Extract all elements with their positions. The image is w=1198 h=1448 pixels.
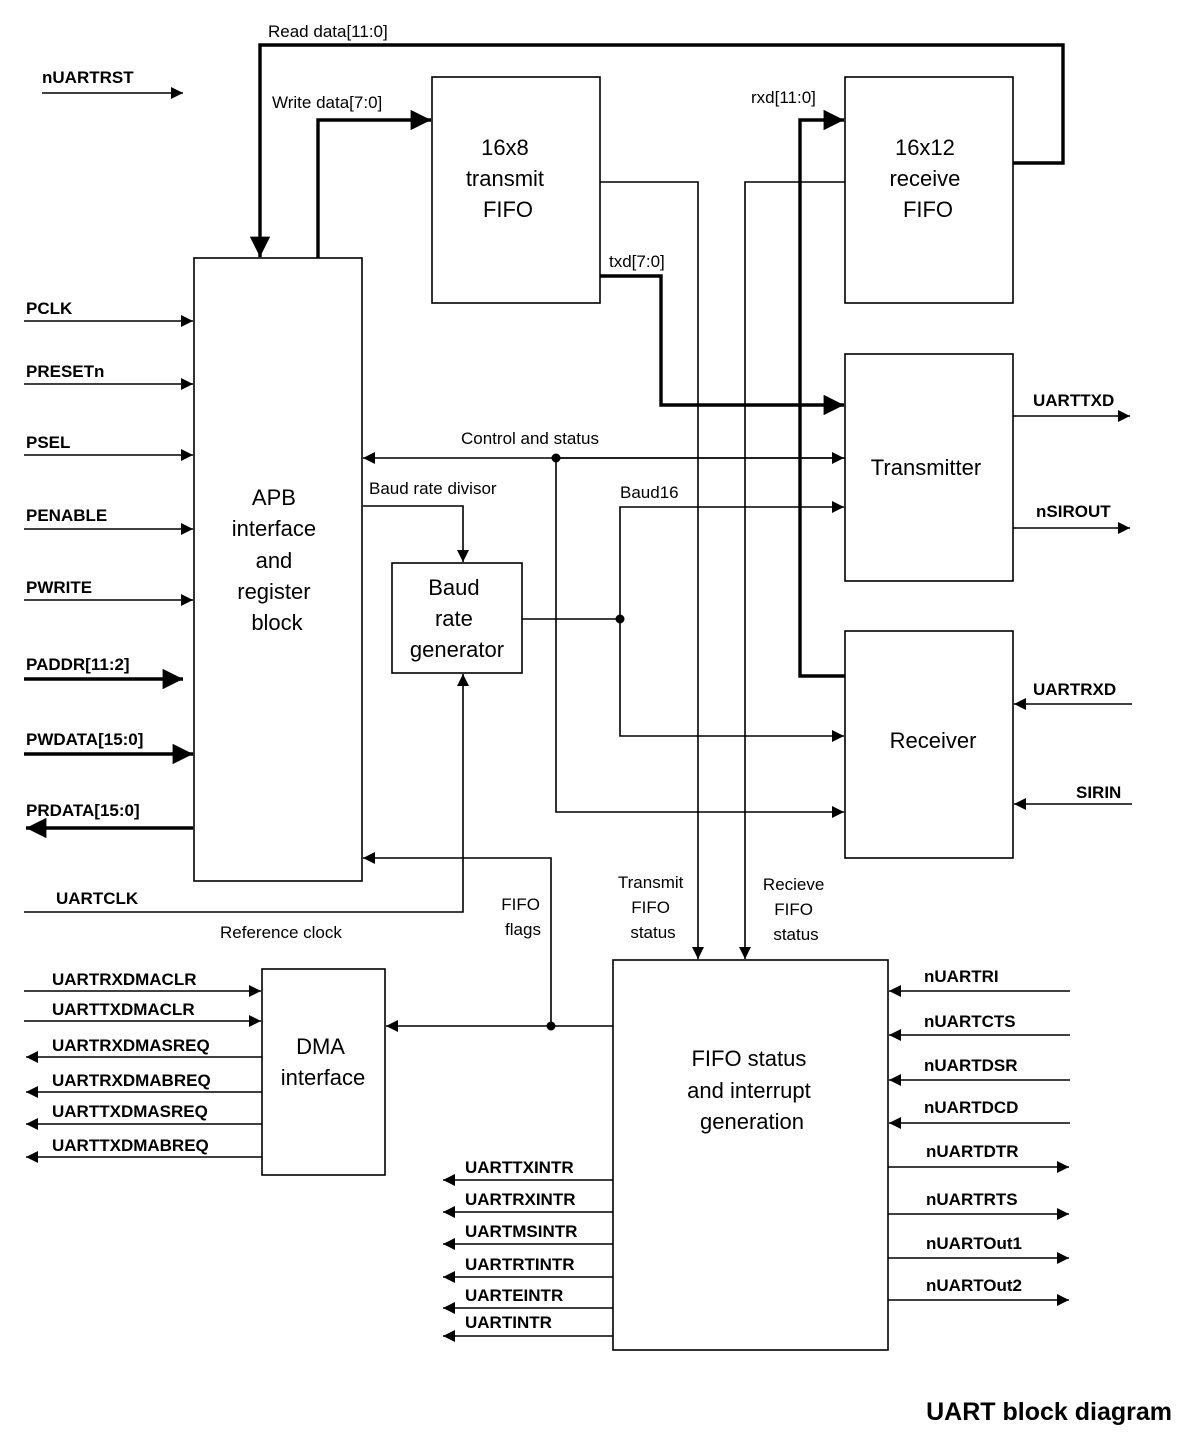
receive-fifo-block: [844, 76, 1014, 304]
modem-input-label: nUARTDSR: [924, 1056, 1018, 1075]
interrupt-signal-label: UARTMSINTR: [465, 1222, 577, 1241]
dma-signal-label: UARTTXDMASREQ: [52, 1102, 208, 1121]
interrupt-signal-label: UARTINTR: [465, 1313, 552, 1332]
presetn-label: PRESETn: [26, 362, 104, 381]
fifo-flags-junction: [546, 1021, 556, 1031]
fifo-flags-to-apb: [363, 852, 552, 1026]
interrupt-signal-label: UARTRXINTR: [465, 1190, 576, 1209]
dma-signal-label: UARTRXDMACLR: [52, 970, 196, 989]
modem-output-label: nUARTRTS: [926, 1190, 1018, 1209]
read-data-label: Read data[11:0]: [268, 22, 388, 41]
dma-signal-label: UARTTXDMABREQ: [52, 1136, 209, 1155]
psel-label: PSEL: [26, 433, 70, 452]
modem-input-signals: nUARTRI nUARTCTS nUARTDSR nUARTDCD: [889, 967, 1070, 1129]
prdata-label: PRDATA[15:0]: [26, 801, 140, 820]
control-status-label: Control and status: [461, 429, 599, 448]
nuartrst-label: nUARTRST: [42, 68, 134, 87]
fifo-status-interrupt-block: [612, 959, 889, 1351]
receive-fifo-label: 16x12 receive FIFO: [889, 135, 966, 222]
baud-rate-generator-block: [391, 562, 523, 674]
write-data-label: Write data[7:0]: [272, 93, 382, 112]
apb-interface-block: [193, 257, 363, 882]
pclk-label: PCLK: [26, 299, 73, 318]
baud16-junction: [615, 614, 625, 624]
baud-rate-generator-label: Baud rate generator: [410, 575, 504, 662]
baud16-label: Baud16: [620, 483, 679, 502]
uarttxd-label: UARTTXD: [1033, 391, 1114, 410]
interrupt-signal-label: UARTTXINTR: [465, 1158, 574, 1177]
read-data-bus: [249, 43, 1065, 257]
rxd-label: rxd[11:0]: [751, 88, 816, 107]
pwrite-label: PWRITE: [26, 578, 92, 597]
dma-signal-label: UARTRXDMASREQ: [52, 1036, 210, 1055]
transmit-fifo-status-line: [600, 181, 704, 959]
transmit-fifo-block: [431, 76, 601, 304]
transmit-fifo-status-label: Transmit FIFO status: [618, 873, 688, 942]
baud-divisor-line: [363, 505, 469, 562]
apb-input-signals: nUARTRST PCLK PRESETn PSEL PENABLE PWRIT…: [24, 68, 193, 908]
baud16-to-receiver: [619, 619, 844, 742]
modem-output-signals: nUARTDTR nUARTRTS nUARTOut1 nUARTOut2: [888, 1142, 1069, 1306]
dma-signal-label: UARTRXDMABREQ: [52, 1071, 211, 1090]
modem-input-label: nUARTDCD: [924, 1098, 1018, 1117]
receiver-block: [844, 630, 1014, 859]
txd-label: txd[7:0]: [609, 252, 665, 271]
uartclk-label: UARTCLK: [56, 889, 139, 908]
reference-clock-label: Reference clock: [220, 923, 342, 942]
receive-fifo-status-line: [739, 181, 845, 959]
dma-interface-block: [261, 968, 386, 1176]
dma-signal-label: UARTTXDMACLR: [52, 1000, 195, 1019]
diagram-title: UART block diagram: [926, 1398, 1172, 1426]
uartrxd-label: UARTRXD: [1033, 680, 1116, 699]
write-data-bus: [316, 109, 431, 258]
apb-block-label: APB interface and register block: [232, 485, 323, 635]
receiver-label: Receiver: [890, 728, 977, 753]
fifo-status-label: FIFO status and interrupt generation: [687, 1046, 817, 1134]
rxd-bus: [798, 109, 845, 678]
transmitter-block: [844, 353, 1014, 582]
transmit-fifo-label: 16x8 transmit FIFO: [466, 135, 550, 222]
modem-output-label: nUARTOut2: [926, 1276, 1022, 1295]
fifo-flags-label: FIFO flags: [501, 895, 544, 939]
modem-input-label: nUARTRI: [924, 967, 999, 986]
transmitter-label: Transmitter: [871, 455, 981, 480]
dma-interface-label: DMA interface: [281, 1034, 365, 1090]
penable-label: PENABLE: [26, 506, 107, 525]
modem-output-label: nUARTOut1: [926, 1234, 1022, 1253]
modem-input-label: nUARTCTS: [924, 1012, 1016, 1031]
baud16-to-transmitter: [619, 501, 844, 619]
txd-bus: [600, 274, 844, 416]
receive-fifo-status-label: Recieve FIFO status: [763, 875, 829, 944]
control-junction: [551, 453, 561, 463]
paddr-label: PADDR[11:2]: [26, 655, 130, 674]
interrupt-signal-label: UARTEINTR: [465, 1286, 563, 1305]
modem-output-label: nUARTDTR: [926, 1142, 1019, 1161]
dma-signals: UARTRXDMACLR UARTTXDMACLR UARTRXDMASREQ …: [24, 970, 262, 1163]
sirin-label: SIRIN: [1076, 783, 1121, 802]
pwdata-label: PWDATA[15:0]: [26, 730, 143, 749]
interrupt-signal-label: UARTRTINTR: [465, 1255, 575, 1274]
interrupt-signals: UARTTXINTR UARTRXINTR UARTMSINTR UARTRTI…: [443, 1158, 613, 1342]
nsirout-label: nSIROUT: [1036, 502, 1111, 521]
reference-clock-line: [24, 674, 469, 913]
control-to-receiver: [555, 458, 844, 818]
baud-divisor-label: Baud rate divisor: [369, 479, 497, 498]
